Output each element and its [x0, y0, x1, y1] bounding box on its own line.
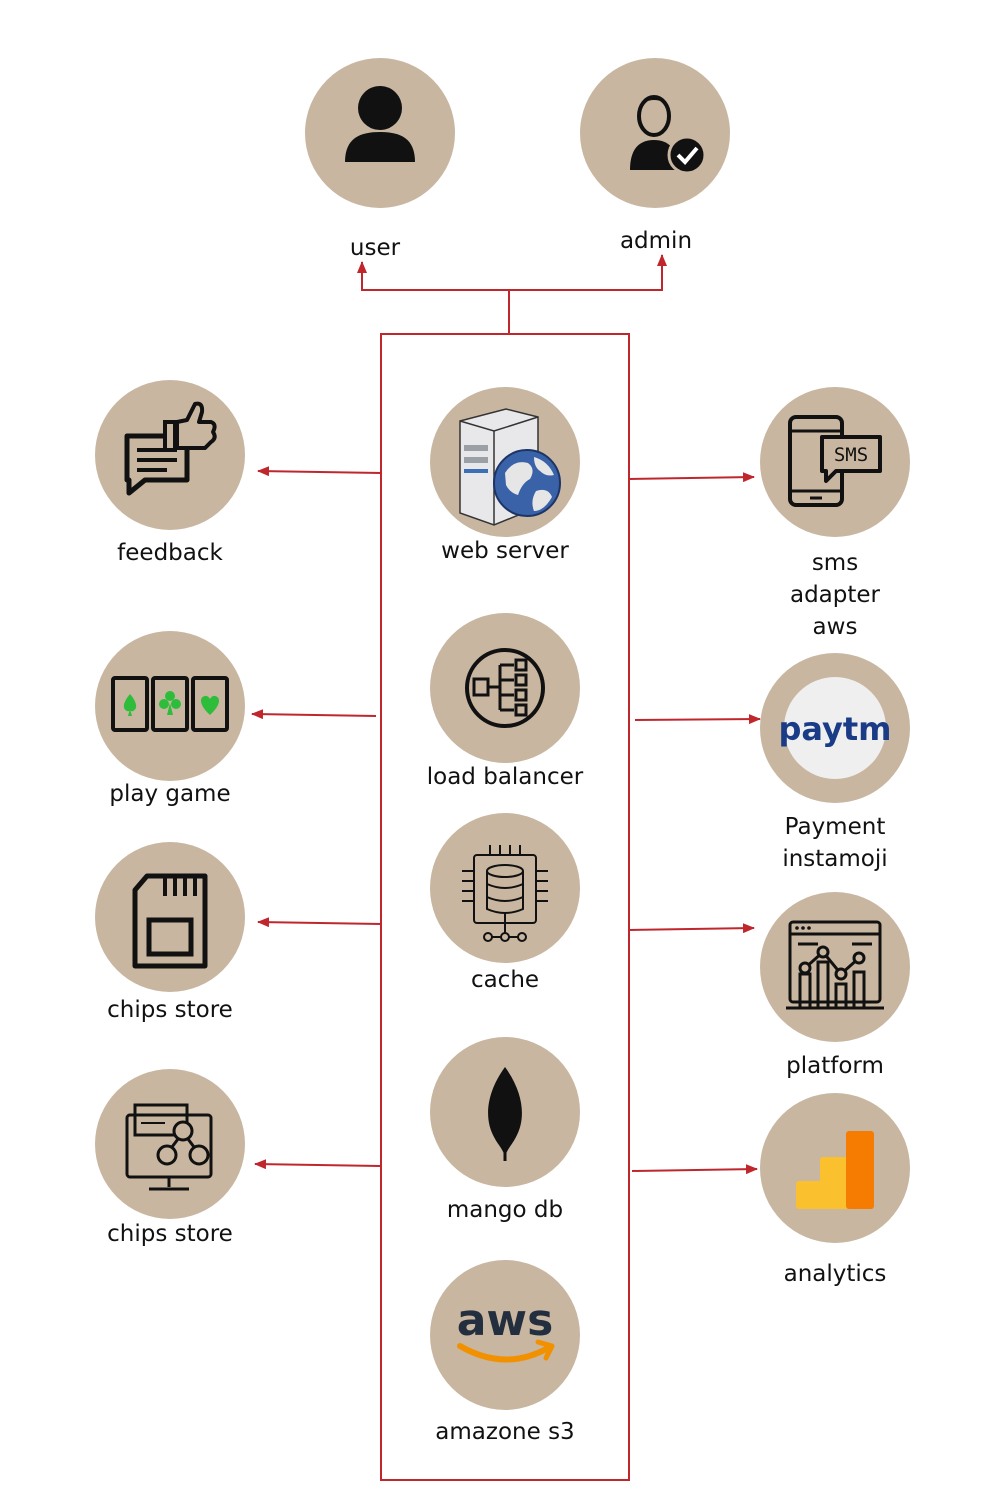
feedback-label: feedback — [117, 540, 223, 566]
cache-node — [430, 813, 580, 963]
paytm-logo-text: paytm — [778, 710, 891, 748]
database-chip-icon — [462, 845, 548, 942]
chips-store-1-node — [95, 842, 245, 992]
analytics-node — [760, 1093, 910, 1243]
load-balancer-icon — [465, 648, 545, 728]
backend-container — [380, 333, 630, 1481]
feedback-node — [95, 380, 245, 530]
aws-logo-text: aws — [457, 1295, 554, 1346]
computer-network-icon — [125, 1103, 213, 1191]
mango-db-label: mango db — [446, 1197, 564, 1223]
amazone-s3-node: aws — [430, 1260, 580, 1410]
amazone-s3-label: amazone s3 — [435, 1419, 575, 1445]
web-server-node — [430, 387, 580, 537]
user-node — [305, 58, 455, 208]
aws-logo-icon: aws — [457, 1295, 555, 1363]
feedback-thumbs-up-icon — [124, 401, 217, 496]
analytics-dashboard-icon — [786, 920, 884, 1010]
playing-cards-icon — [111, 676, 229, 732]
connector-to-user — [357, 261, 509, 291]
paytm-logo-icon: paytm — [778, 677, 892, 779]
user-label: user — [349, 235, 401, 261]
chips-store-2-label: chips store — [107, 1221, 233, 1247]
server-globe-icon — [459, 408, 561, 526]
google-analytics-icon — [796, 1131, 874, 1209]
load-balancer-node — [430, 613, 580, 763]
web-server-label: web server — [441, 538, 569, 564]
sms-label: sms adapter aws — [789, 550, 880, 640]
admin-node — [580, 58, 730, 208]
sms-phone-icon: SMS — [788, 415, 882, 507]
platform-node — [760, 892, 910, 1042]
connector-to-play-game — [251, 709, 377, 720]
sms-badge-text: SMS — [834, 444, 868, 466]
chips-store-1-label: chips store — [107, 997, 233, 1023]
connector-to-chips-store-1 — [257, 917, 382, 928]
connector-to-feedback — [257, 466, 382, 477]
analytics-label: analytics — [783, 1261, 887, 1287]
sms-node: SMS — [760, 387, 910, 537]
connector-to-platform — [628, 923, 755, 934]
cache-label: cache — [470, 967, 540, 993]
payment-label: Payment instamoji — [782, 814, 888, 872]
mongodb-leaf-icon — [488, 1067, 522, 1161]
chips-store-2-node — [95, 1069, 245, 1219]
connector-to-admin — [509, 254, 667, 291]
play-game-node — [95, 631, 245, 781]
connector-to-sms — [628, 472, 755, 483]
connector-to-chips-store-2 — [254, 1159, 381, 1170]
admin-label: admin — [619, 228, 693, 254]
mango-db-node — [430, 1037, 580, 1187]
play-game-label: play game — [109, 781, 231, 807]
load-balancer-label: load balancer — [426, 764, 584, 790]
payment-node: paytm — [760, 653, 910, 803]
admin-verified-icon — [630, 95, 707, 175]
connector-to-payment — [634, 714, 761, 725]
sim-card-icon — [132, 873, 208, 969]
person-icon — [345, 86, 415, 162]
platform-label: platform — [786, 1053, 884, 1079]
connector-to-analytics — [631, 1164, 758, 1175]
